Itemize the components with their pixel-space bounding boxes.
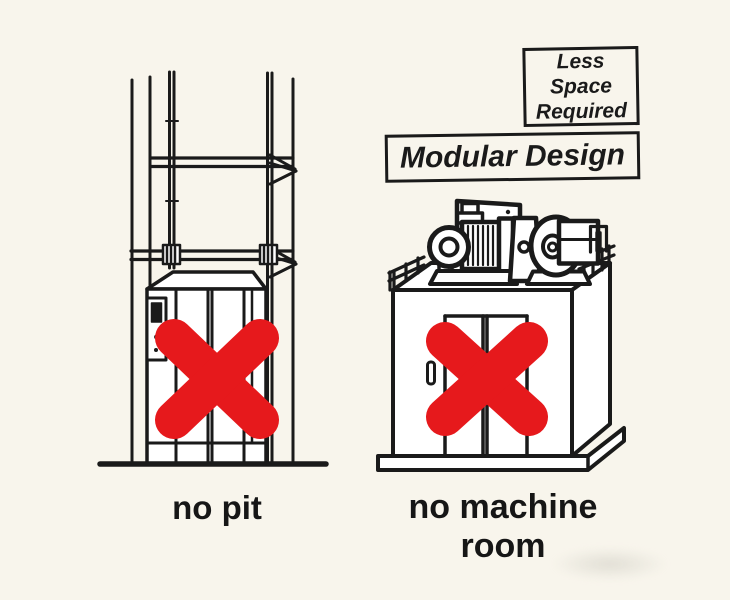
machine-base-plate <box>428 269 519 286</box>
red-x-icon <box>426 322 548 436</box>
modular-design-badge: Modular Design <box>384 131 641 183</box>
door-handle <box>426 360 436 386</box>
sheave-foot <box>525 269 592 286</box>
badge-label: Modular Design <box>399 138 626 175</box>
conduit-pipe <box>588 224 609 254</box>
less-space-required-badge: Less Space Required <box>522 45 640 128</box>
cabin-base-slab <box>376 426 626 472</box>
badge-line: Required <box>535 99 628 124</box>
red-x-icon <box>155 319 279 439</box>
guide-rail-clamps <box>161 243 279 266</box>
machine-on-cabin-illustration <box>376 198 626 472</box>
traction-machine <box>427 198 609 286</box>
watermark-smudge <box>552 548 667 580</box>
caption-no-pit: no pit <box>172 489 262 526</box>
elevator-shaft-illustration <box>97 70 329 467</box>
badge-line: Space <box>549 74 613 99</box>
caption-no-machine-room: no machine room <box>408 488 598 565</box>
shaft-rails <box>130 70 295 466</box>
badge-line: Less <box>556 49 605 74</box>
